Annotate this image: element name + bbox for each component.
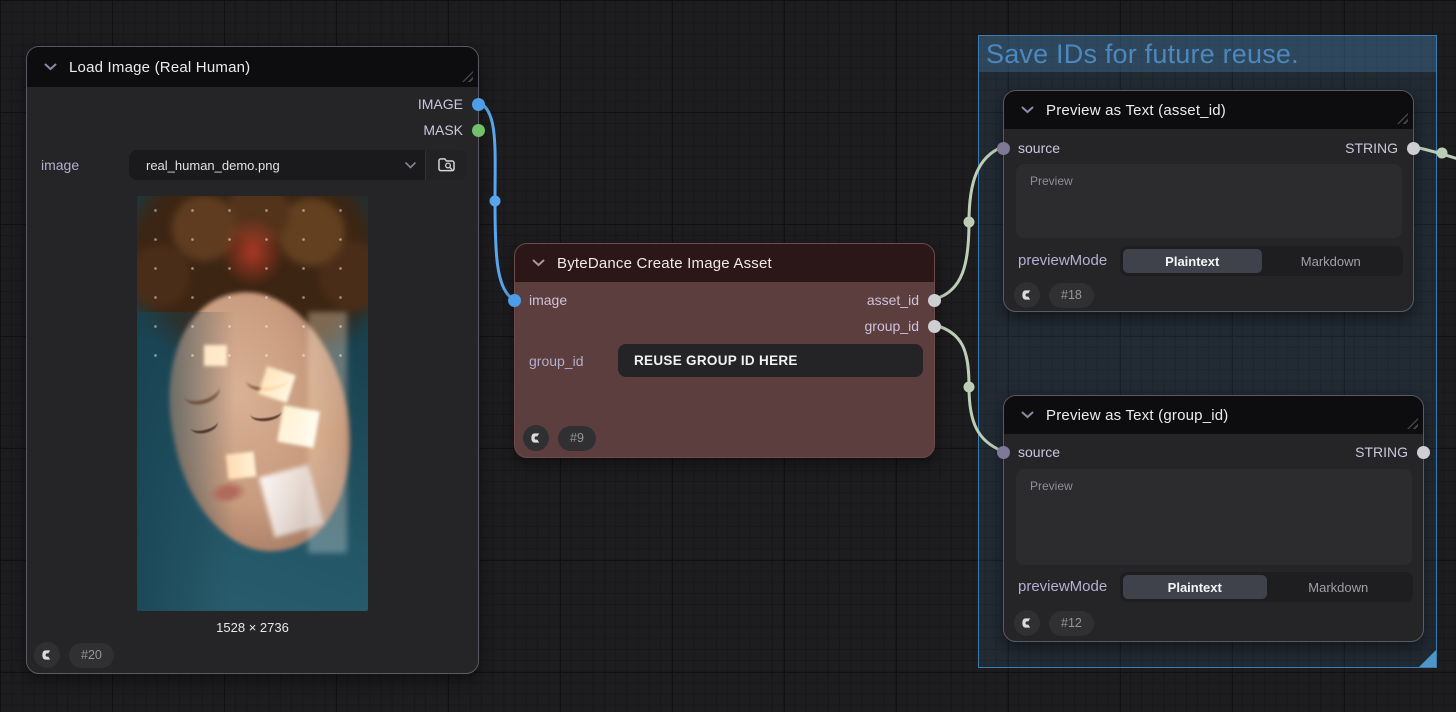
preview-textarea[interactable] <box>1016 164 1402 238</box>
preview-mode-toggle: Plaintext Markdown <box>1120 246 1403 276</box>
port-label-asset-id: asset_id <box>866 292 919 308</box>
node-id-badge: #12 <box>1049 610 1094 636</box>
comfyui-logo-icon <box>34 642 60 668</box>
portrait-art-hair-accent <box>220 216 285 288</box>
node-load-image[interactable]: Load Image (Real Human) IMAGE MASK image… <box>26 46 485 674</box>
preview-mode-label: previewMode <box>1018 252 1108 269</box>
comfyui-logo-icon <box>523 425 549 451</box>
group-title: Save IDs for future reuse. <box>986 38 1299 69</box>
port-row-groupid: group_id <box>515 313 941 339</box>
node-id-badge: #20 <box>69 642 114 668</box>
preview-textarea[interactable] <box>1016 469 1412 565</box>
port-row-source-string: source STRING <box>997 439 1430 465</box>
node-preview-asset-header[interactable]: Preview as Text (asset_id) <box>1004 91 1413 129</box>
comfyui-logo-icon <box>1014 610 1040 636</box>
wire-string-midpoint-dot[interactable] <box>1436 147 1448 159</box>
string-output-port[interactable] <box>1407 141 1420 155</box>
portrait-art-light-glint <box>225 451 257 480</box>
comfyui-logo-icon <box>1014 282 1040 308</box>
image-file-value[interactable]: real_human_demo.png <box>146 157 280 173</box>
port-label-image: IMAGE <box>417 96 463 112</box>
node-badges: #12 <box>1014 610 1094 636</box>
image-input-port[interactable] <box>508 293 521 307</box>
preview-mode-label: previewMode <box>1018 578 1108 595</box>
output-row-image: IMAGE <box>27 91 485 117</box>
output-row-mask: MASK <box>27 117 485 143</box>
node-title: Preview as Text (group_id) <box>1046 406 1229 424</box>
node-id-badge: #9 <box>558 425 596 451</box>
node-badges: #18 <box>1014 282 1094 308</box>
group-resize-handle[interactable] <box>1419 650 1436 667</box>
group-title-bar[interactable]: Save IDs for future reuse. <box>979 36 1436 72</box>
node-preview-as-text-asset-id[interactable]: Preview as Text (asset_id) source STRING… <box>997 90 1420 312</box>
mode-option-plaintext[interactable]: Plaintext <box>1123 575 1267 599</box>
port-label-source: source <box>1018 444 1061 460</box>
mask-output-port[interactable] <box>472 123 485 137</box>
node-bytedance-header[interactable]: ByteDance Create Image Asset <box>515 244 934 282</box>
chevron-down-icon[interactable] <box>405 161 416 169</box>
asset-id-output-port[interactable] <box>928 293 941 307</box>
collapse-chevron-icon[interactable] <box>1021 106 1034 114</box>
node-load-image-header[interactable]: Load Image (Real Human) <box>27 47 478 87</box>
port-label-group-id: group_id <box>864 318 920 334</box>
collapse-chevron-icon[interactable] <box>532 259 545 267</box>
preview-mode-toggle: Plaintext Markdown <box>1120 572 1413 602</box>
port-label-source: source <box>1018 140 1061 156</box>
mode-option-plaintext[interactable]: Plaintext <box>1123 249 1262 273</box>
node-badges: #20 <box>34 642 114 668</box>
group-id-text-input[interactable]: REUSE GROUP ID HERE <box>618 344 923 377</box>
node-id-badge: #18 <box>1049 282 1094 308</box>
mode-option-markdown[interactable]: Markdown <box>1300 253 1361 269</box>
node-bytedance-create-image-asset[interactable]: ByteDance Create Image Asset image asset… <box>508 243 941 458</box>
group-id-widget-label: group_id <box>529 353 584 369</box>
node-preview-group-header[interactable]: Preview as Text (group_id) <box>1004 396 1423 434</box>
browse-folder-button[interactable] <box>426 150 467 180</box>
wire-group-id-midpoint-dot[interactable] <box>963 381 975 393</box>
group-id-output-port[interactable] <box>928 319 941 333</box>
node-resize-handle[interactable] <box>1407 418 1418 429</box>
image-widget-label: image <box>41 157 80 173</box>
port-label-string: STRING <box>1345 140 1398 156</box>
collapse-chevron-icon[interactable] <box>1021 411 1034 419</box>
port-row-image-assetid: image asset_id <box>508 287 941 313</box>
combo-divider <box>425 150 426 180</box>
node-badges: #9 <box>523 425 596 451</box>
portrait-art-light-glint <box>203 345 228 367</box>
source-input-port[interactable] <box>997 141 1010 155</box>
wire-image-midpoint-dot[interactable] <box>489 195 501 207</box>
port-row-source-string: source STRING <box>997 135 1420 161</box>
image-output-port[interactable] <box>472 97 485 111</box>
port-label-string: STRING <box>1355 444 1408 460</box>
node-title: ByteDance Create Image Asset <box>557 254 772 272</box>
node-title: Load Image (Real Human) <box>69 58 251 76</box>
portrait-art-light-glint <box>307 312 348 553</box>
collapse-chevron-icon[interactable] <box>44 63 57 71</box>
port-label-mask: MASK <box>423 122 463 138</box>
image-file-combo[interactable]: real_human_demo.png <box>129 150 467 180</box>
image-dimensions-label: 1528 × 2736 <box>216 620 289 635</box>
node-preview-as-text-group-id[interactable]: Preview as Text (group_id) source STRING… <box>997 395 1430 642</box>
image-preview-thumbnail <box>137 196 368 611</box>
folder-search-icon <box>438 158 455 172</box>
wire-image-link <box>478 101 515 301</box>
source-input-port[interactable] <box>997 445 1010 459</box>
portrait-art-sparkles <box>137 196 368 383</box>
string-output-port[interactable] <box>1417 445 1430 459</box>
port-label-image-input: image <box>529 292 568 308</box>
node-resize-handle[interactable] <box>462 71 473 82</box>
wire-asset-id-midpoint-dot[interactable] <box>963 216 975 228</box>
node-resize-handle[interactable] <box>1397 113 1408 124</box>
mode-option-markdown[interactable]: Markdown <box>1308 579 1369 595</box>
node-title: Preview as Text (asset_id) <box>1046 101 1226 119</box>
